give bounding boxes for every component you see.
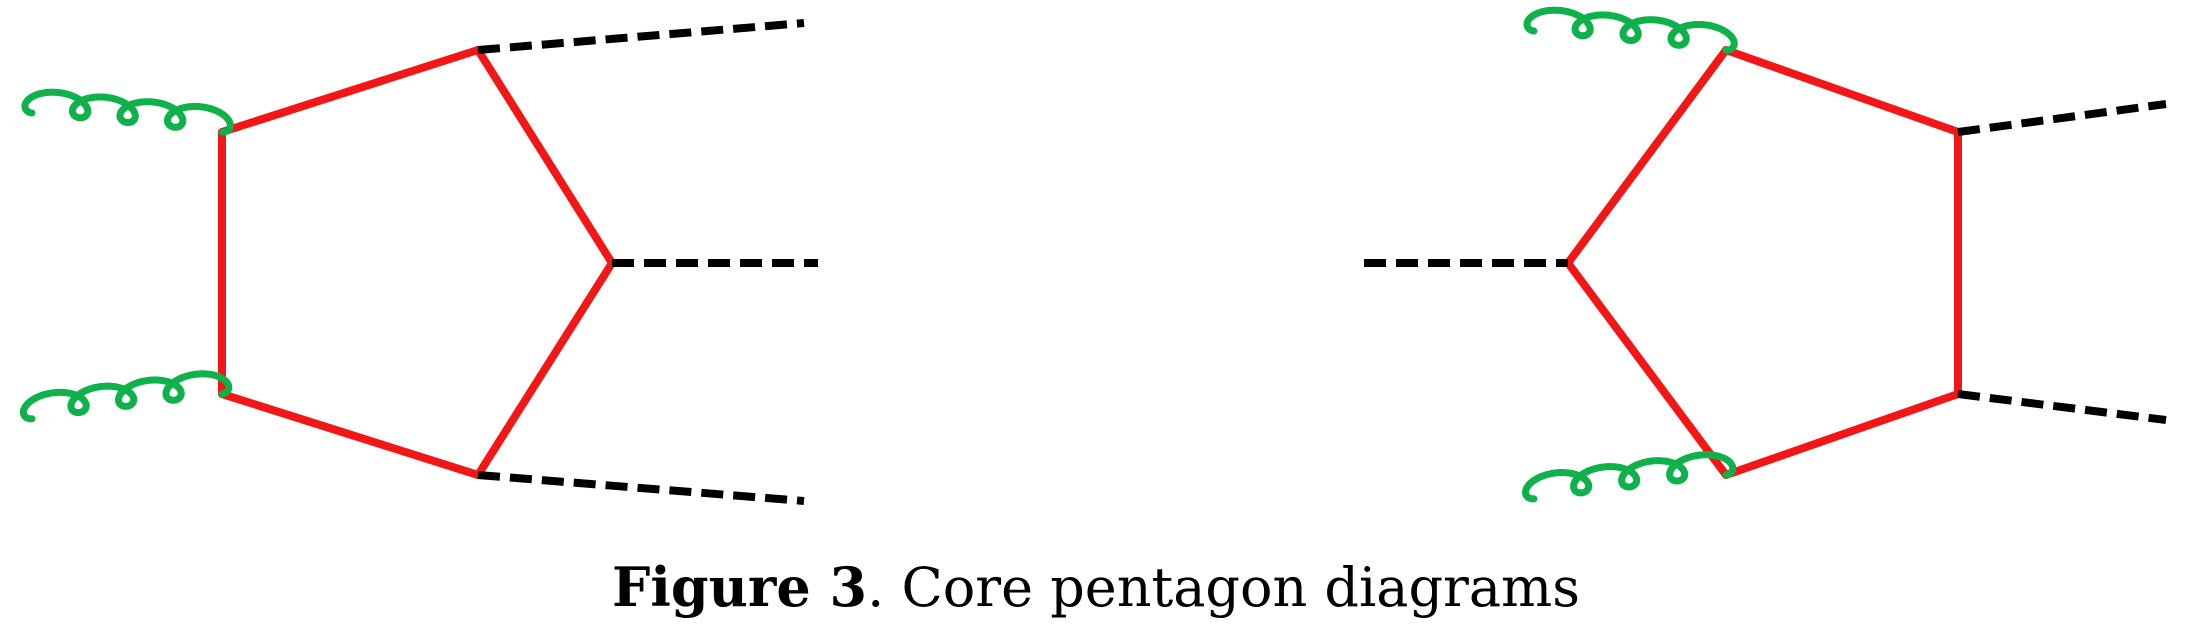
gluon-line: [19, 370, 233, 423]
propagator-line: [1564, 259, 1730, 479]
scalar-line: [1957, 390, 2167, 424]
propagator-line: [1564, 46, 1730, 267]
propagator-line: [1722, 390, 1962, 479]
caption-separator: .: [867, 556, 902, 619]
propagator-line: [218, 46, 482, 136]
scalar-line: [477, 19, 805, 54]
gluon-line: [1522, 451, 1737, 503]
scalar-line: [1957, 100, 2167, 136]
pentagon-diagram-right: [1364, 6, 2167, 503]
gluon-line: [21, 88, 234, 136]
pentagon-diagram-left: [19, 19, 818, 505]
propagator-line: [474, 259, 616, 479]
propagator-line: [474, 46, 616, 267]
figure-title: Core pentagon diagrams: [901, 556, 1580, 619]
scalar-line: [477, 471, 805, 505]
figure-label: Figure 3: [612, 555, 868, 619]
propagator-line: [1722, 46, 1962, 136]
propagator-line: [218, 390, 482, 479]
gluon-line: [1523, 6, 1738, 54]
figure-caption: Figure 3. Core pentagon diagrams: [0, 560, 2192, 615]
